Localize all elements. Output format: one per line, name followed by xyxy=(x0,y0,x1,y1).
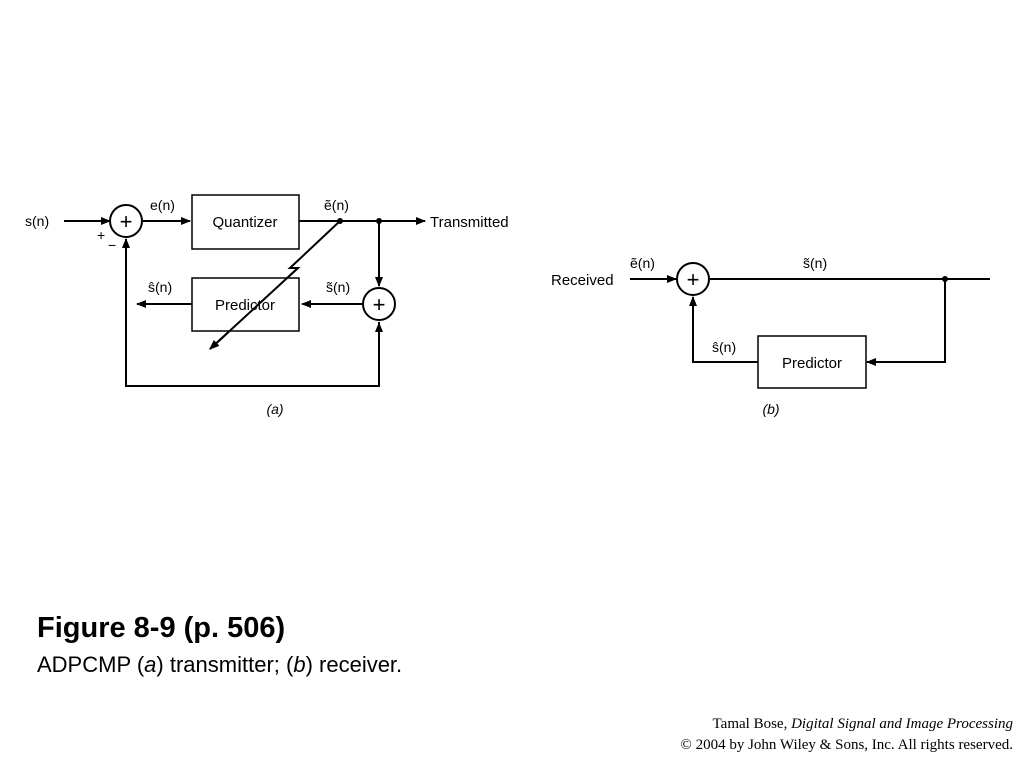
predicted-signal-label: ŝ(n) xyxy=(148,279,172,295)
receiver-feedback-line xyxy=(868,279,946,363)
reconstructed-signal-label: s̃(n) xyxy=(326,279,350,295)
credit-book: Digital Signal and Image Processing xyxy=(791,716,1013,732)
copyright-line: © 2004 by John Wiley & Sons, Inc. All ri… xyxy=(680,737,1013,753)
figure-description: ADPCMP (a) transmitter; (b) receiver. xyxy=(37,652,402,678)
receiver-junction-dot xyxy=(942,276,948,282)
transmitter-predictor-label: Predictor xyxy=(215,297,275,314)
adpcm-block-diagram: + + Quantizer Predictor s(n) + − e(n) ẽ(… xyxy=(25,194,990,417)
input-sum-symbol: + xyxy=(120,209,133,234)
receiver-predicted-label: ŝ(n) xyxy=(712,339,736,355)
junction-dot-tap xyxy=(376,218,382,224)
receiver-predictor-block: Predictor xyxy=(757,335,867,389)
quantized-error-label: ẽ(n) xyxy=(324,197,349,213)
receiver-error-label: ẽ(n) xyxy=(630,255,655,271)
credit-line: Tamal Bose, Digital Signal and Image Pro… xyxy=(713,716,1013,733)
transmitter-predictor-block: Predictor xyxy=(191,277,300,332)
desc-mid: ) transmitter; ( xyxy=(156,652,294,677)
receiver-sum-symbol: + xyxy=(687,267,700,292)
received-label: Received xyxy=(551,272,614,289)
quantizer-label: Quantizer xyxy=(212,214,277,231)
credit-author: Tamal Bose, xyxy=(712,716,792,732)
junction-dot-output xyxy=(337,218,343,224)
receiver-predictor-label: Predictor xyxy=(782,355,842,372)
error-signal-label: e(n) xyxy=(150,197,175,213)
plus-sign: + xyxy=(97,227,105,243)
receiver-caption: (b) xyxy=(762,401,779,417)
desc-a: a xyxy=(144,652,157,677)
desc-prefix: ADPCMP ( xyxy=(37,652,145,677)
transmitted-label: Transmitted xyxy=(430,214,509,231)
reconstruction-summing-junction: + xyxy=(362,287,396,321)
quantizer-block: Quantizer xyxy=(191,194,300,250)
receiver-output-label: s̃(n) xyxy=(803,255,827,271)
adaptive-control-overlay xyxy=(209,267,299,350)
desc-b: b xyxy=(293,652,306,677)
minus-sign: − xyxy=(108,237,116,253)
desc-suffix: ) receiver. xyxy=(305,652,403,677)
input-signal-label: s(n) xyxy=(25,213,49,229)
reconstruction-sum-symbol: + xyxy=(373,292,386,317)
figure-title: Figure 8-9 (p. 506) xyxy=(37,612,286,644)
receiver-predictor-output-line xyxy=(692,300,758,363)
input-summing-junction: + xyxy=(109,204,143,238)
transmitter-caption: (a) xyxy=(266,401,283,417)
receiver-summing-junction: + xyxy=(676,262,710,296)
